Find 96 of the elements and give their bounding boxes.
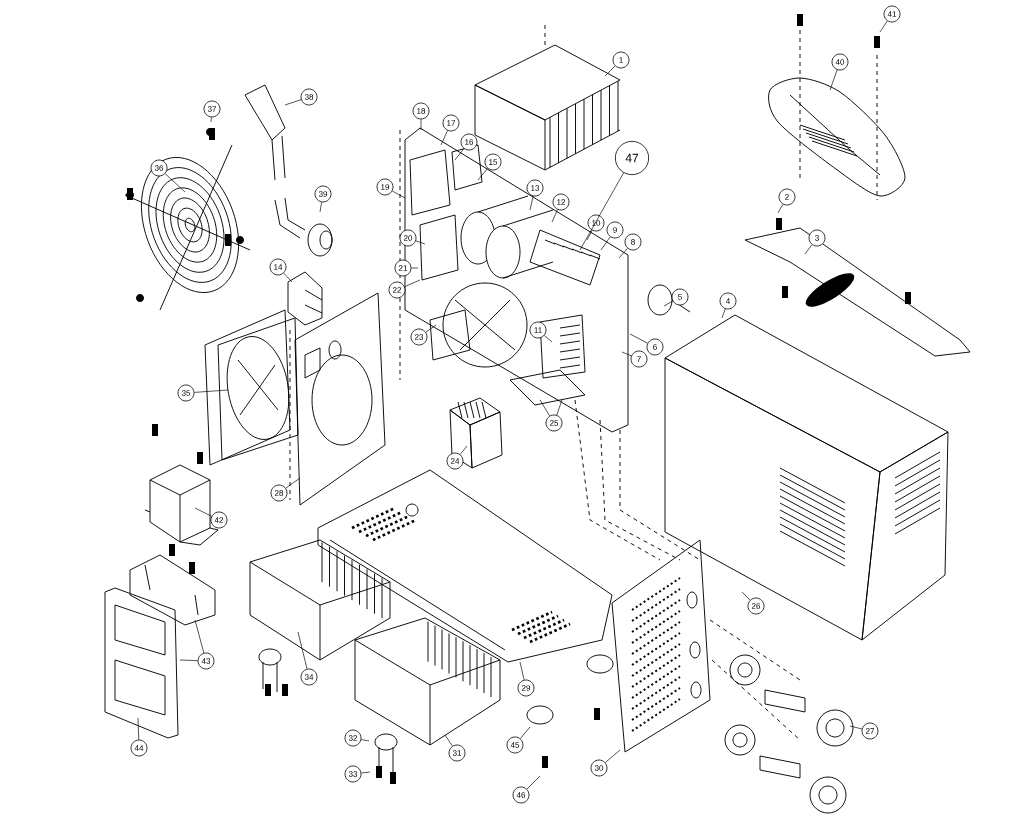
leader-line (621, 351, 632, 357)
leader-line (551, 209, 558, 223)
callout-number: 10 (587, 214, 605, 232)
callout-number: 39 (314, 185, 332, 203)
leader-line (663, 300, 673, 307)
callout-number: 34 (300, 668, 318, 686)
leader-line (137, 717, 140, 740)
leader-line (529, 195, 534, 211)
callout-number: 42 (210, 511, 228, 529)
callout-number: 13 (526, 179, 544, 197)
leader-line (194, 619, 205, 654)
callout-number: 15 (484, 153, 502, 171)
callout-number: 33 (344, 765, 362, 783)
leader-line (829, 69, 838, 91)
leader-line (440, 130, 448, 146)
leader-line (520, 726, 531, 739)
callout-number: 45 (506, 736, 524, 754)
leader-line (210, 117, 212, 123)
leader-line (477, 168, 488, 181)
callout-number: 18 (412, 102, 430, 120)
leader-line (741, 591, 751, 601)
leader-line (319, 201, 322, 213)
leader-line (721, 308, 726, 319)
callout-number: 44 (130, 739, 148, 757)
leader-line (415, 240, 426, 245)
callout-number: 27 (861, 722, 879, 740)
leader-line (285, 477, 301, 489)
leader-line (777, 204, 784, 214)
callout-number: 17 (442, 114, 460, 132)
callout-number: 38 (300, 88, 318, 106)
callout-number: 19 (376, 178, 394, 196)
callout-number: 43 (197, 652, 215, 670)
leader-line (361, 771, 371, 774)
leader-line (586, 230, 593, 241)
callout-number: 1 (612, 51, 630, 69)
callout-number: 22 (388, 281, 406, 299)
leader-line (604, 65, 616, 77)
leader-line (629, 333, 648, 344)
leader-line (425, 324, 437, 333)
callout-number: 28 (270, 484, 288, 502)
leader-line (194, 389, 229, 393)
callout-number: 31 (448, 744, 466, 762)
callout-number: 11 (529, 321, 547, 339)
leader-line (849, 725, 863, 730)
callout-number: 32 (344, 729, 362, 747)
leader-line (284, 99, 302, 106)
leader-line (459, 445, 468, 455)
callout-number: 29 (517, 679, 535, 697)
callout-number: 4 (719, 292, 737, 310)
leader-line (618, 248, 628, 259)
callout-number: 24 (446, 452, 464, 470)
callout-number: 30 (590, 759, 608, 777)
callout-number: 7 (630, 350, 648, 368)
leader-line (297, 631, 308, 670)
leader-line (579, 172, 624, 251)
leader-line (179, 659, 198, 661)
leader-line (454, 148, 465, 161)
callout-number: 21 (394, 259, 412, 277)
leader-line (539, 399, 550, 417)
leader-line (544, 335, 553, 343)
callout-number: 16 (460, 133, 478, 151)
leader-line (283, 272, 293, 283)
callout-number: 14 (269, 258, 287, 276)
callout-number: 3 (808, 229, 826, 247)
leader-line (420, 119, 422, 131)
leader-line (556, 399, 563, 416)
callout-number: 23 (410, 328, 428, 346)
callout-number: 2 (778, 188, 796, 206)
callout-number: 26 (747, 597, 765, 615)
leader-line (526, 775, 541, 790)
callout-number: 9 (606, 221, 624, 239)
leader-line (804, 244, 813, 255)
callout-number: 46 (512, 786, 530, 804)
callout-number: 6 (646, 338, 664, 356)
leader-line (444, 734, 453, 747)
callout-number: 5 (671, 288, 689, 306)
callout-number: 8 (624, 233, 642, 251)
callout-number: 37 (203, 100, 221, 118)
leader-line (164, 173, 186, 193)
callout-number: 40 (831, 53, 849, 71)
callout-number: 20 (399, 229, 417, 247)
leader-line (404, 279, 421, 287)
callout-number: 25 (545, 414, 563, 432)
leader-line (194, 507, 212, 517)
callout-number: 47 (614, 140, 650, 176)
leader-line (411, 267, 419, 269)
callout-number: 36 (150, 159, 168, 177)
leader-line (519, 661, 525, 681)
leader-line (605, 749, 621, 763)
callout-number: 12 (552, 193, 570, 211)
leader-line (879, 20, 888, 33)
callout-number: 35 (177, 384, 195, 402)
leader-line (600, 236, 611, 251)
leader-line (360, 739, 370, 742)
leader-line (392, 190, 406, 199)
callout-number: 41 (883, 5, 901, 23)
